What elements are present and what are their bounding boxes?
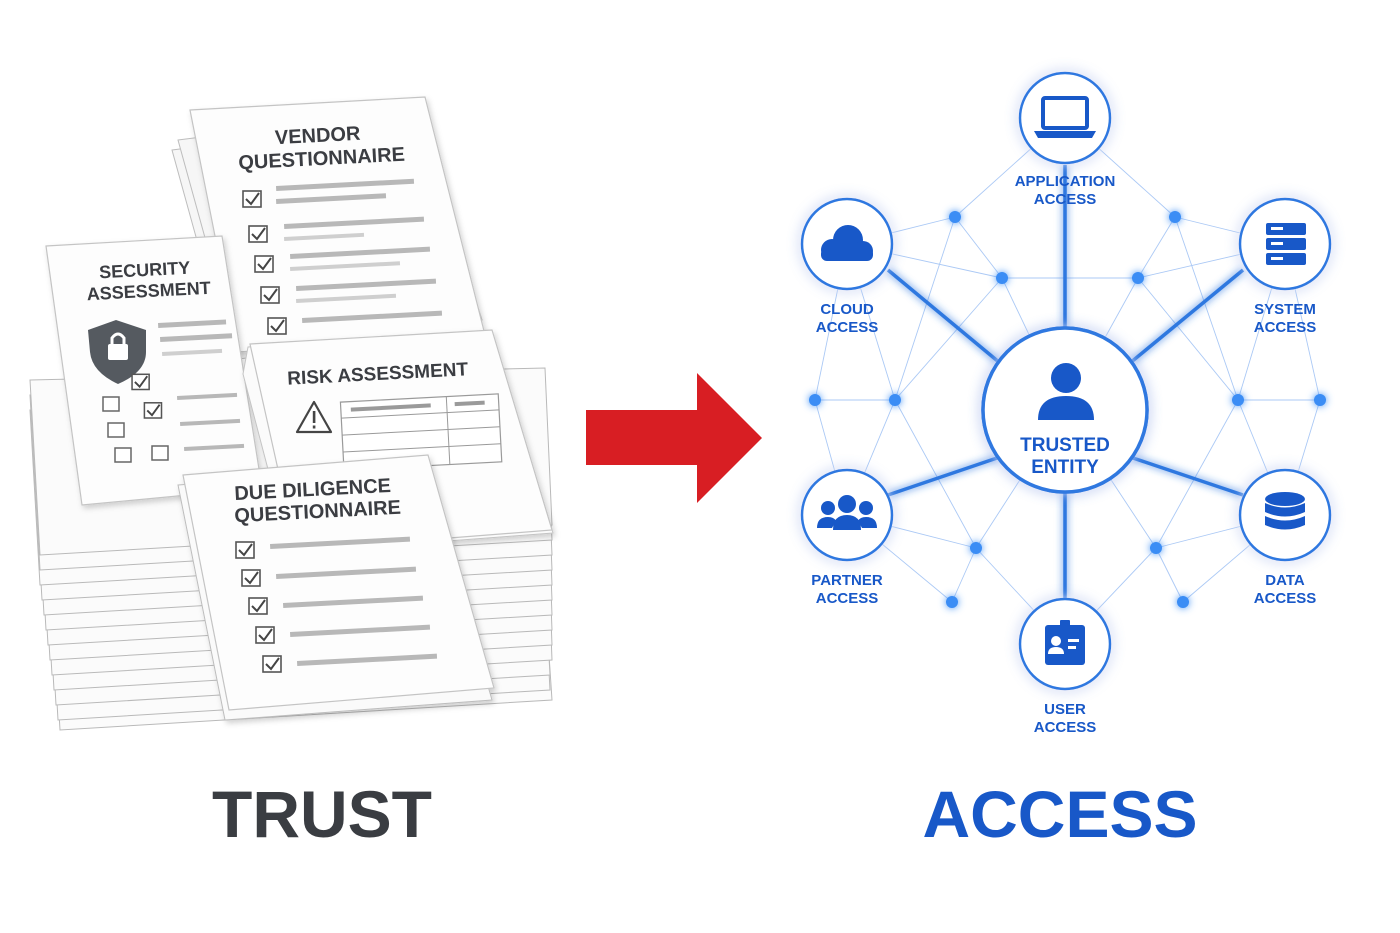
vendor-title-line1: VENDOR: [274, 123, 361, 149]
checkbox-icon: [131, 373, 151, 391]
database-icon: [1265, 492, 1305, 530]
checkbox-icon: [143, 401, 163, 419]
vendor-checklist: [242, 178, 443, 335]
cloud-label-line1: CLOUD: [820, 301, 873, 318]
application-access-node: APPLICATION ACCESS: [1015, 71, 1116, 208]
partner-access-node: PARTNER ACCESS: [800, 468, 894, 607]
checkbox-icon: [260, 286, 280, 304]
application-label-line1: APPLICATION: [1015, 173, 1116, 190]
security-title-line1: SECURITY: [99, 258, 191, 283]
hub-label-line1: TRUSTED: [1020, 435, 1110, 456]
warning-icon: [295, 400, 333, 434]
network-nodes-dots: [809, 211, 1326, 608]
data-label-line2: ACCESS: [1254, 590, 1317, 607]
checkbox-icon: [267, 317, 287, 335]
cloud-label-line2: ACCESS: [816, 319, 879, 336]
arrow-icon: [586, 373, 762, 503]
id-badge-icon: [1045, 620, 1085, 665]
cloud-icon: [821, 225, 873, 261]
server-icon: [1266, 223, 1306, 265]
shield-lock-icon: [88, 320, 146, 384]
trust-caption: TRUST: [212, 777, 432, 851]
user-label-line2: ACCESS: [1034, 719, 1097, 736]
laptop-icon: [1034, 96, 1096, 138]
user-label-line1: USER: [1044, 701, 1086, 718]
due-diligence-document: DUE DILIGENCE QUESTIONNAIRE: [177, 454, 495, 721]
security-checklist: [102, 373, 245, 463]
data-label-line1: DATA: [1265, 572, 1305, 589]
checkbox-icon: [248, 225, 268, 243]
hub-label-line2: ENTITY: [1031, 457, 1099, 478]
checkbox-icon: [255, 626, 275, 644]
security-assessment-document: SECURITY ASSESSMENT: [45, 235, 263, 506]
vendor-questionnaire-document: VENDOR QUESTIONNAIRE: [189, 96, 486, 353]
document-stack: VENDOR QUESTIONNAIRE SECU: [29, 96, 554, 731]
group-icon: [817, 495, 877, 530]
trusted-entity-hub: TRUSTED ENTITY: [981, 326, 1149, 494]
user-access-node: USER ACCESS: [1018, 597, 1112, 736]
partner-label-line2: ACCESS: [816, 590, 879, 607]
system-access-node: SYSTEM ACCESS: [1238, 197, 1332, 336]
network-spokes: [886, 165, 1245, 598]
data-access-node: DATA ACCESS: [1238, 468, 1332, 607]
access-caption: ACCESS: [922, 777, 1197, 851]
checkbox-icon: [254, 255, 274, 273]
risk-table: [339, 393, 503, 471]
system-label-line1: SYSTEM: [1254, 301, 1316, 318]
due-checklist: [235, 536, 438, 673]
application-label-line2: ACCESS: [1034, 191, 1097, 208]
cloud-access-node: CLOUD ACCESS: [800, 197, 894, 336]
checkbox-icon: [241, 569, 261, 587]
checkbox-icon: [242, 190, 262, 208]
checkbox-icon: [248, 597, 268, 615]
checkbox-icon: [235, 541, 255, 559]
checkbox-icon: [262, 655, 282, 673]
access-network: TRUSTED ENTITY APPLICATION ACCESS CLOUD …: [800, 71, 1332, 736]
system-label-line2: ACCESS: [1254, 319, 1317, 336]
person-icon: [1038, 363, 1094, 420]
partner-label-line1: PARTNER: [811, 572, 883, 589]
